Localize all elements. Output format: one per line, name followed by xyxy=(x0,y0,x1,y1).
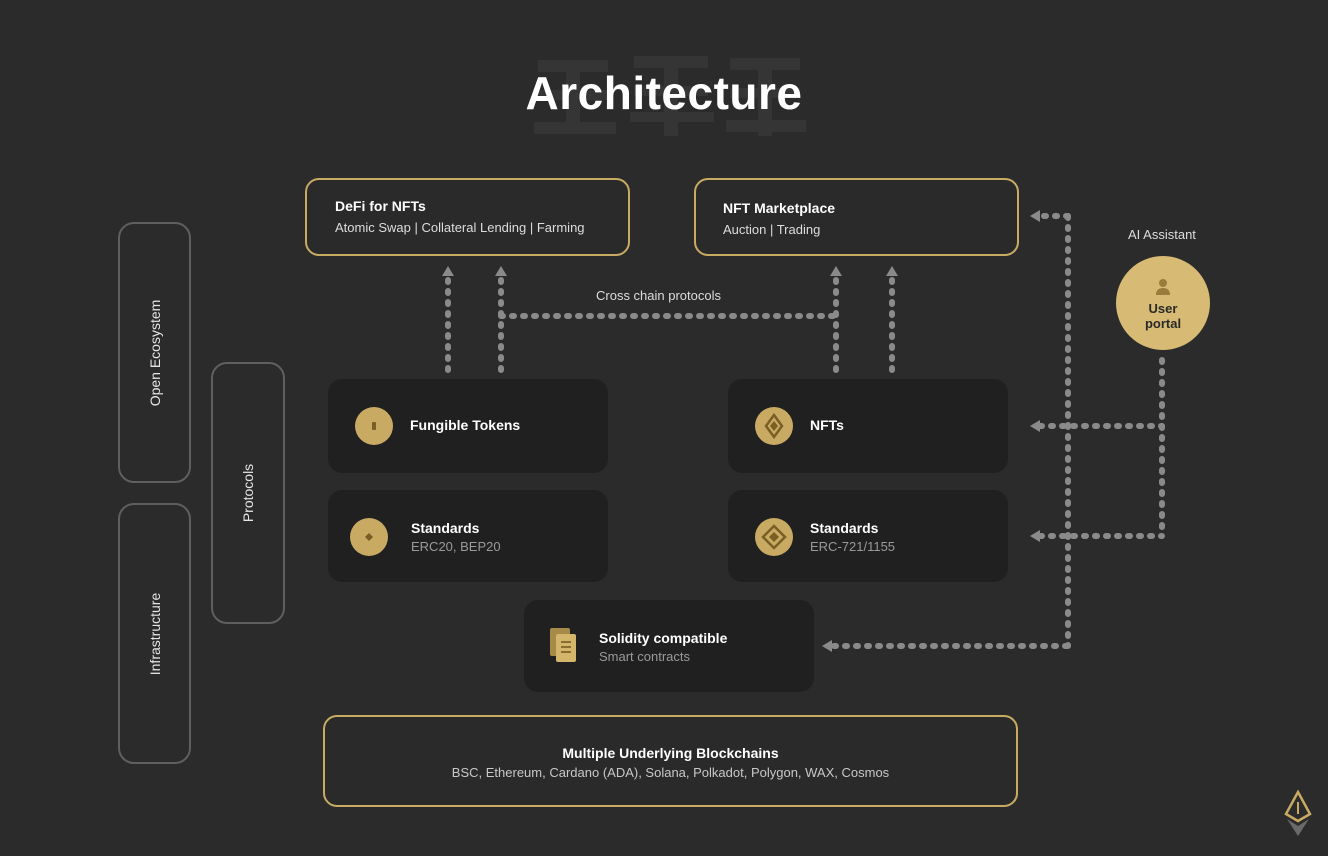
standards-left-card: Standards ERC20, BEP20 xyxy=(328,490,608,582)
standards-right-title: Standards xyxy=(810,520,879,536)
blockchains-box: Multiple Underlying Blockchains BSC, Eth… xyxy=(323,715,1018,807)
user-portal-button[interactable]: User portal xyxy=(1116,256,1210,350)
fungible-title: Fungible Tokens xyxy=(410,417,521,433)
infrastructure-panel: Infrastructure xyxy=(118,503,191,764)
ai-assistant-label: AI Assistant xyxy=(1128,227,1196,242)
user-icon xyxy=(1156,279,1170,295)
marketplace-title: NFT Marketplace xyxy=(723,200,836,216)
nfts-card: NFTs xyxy=(728,379,1008,473)
standards-left-title: Standards xyxy=(411,520,480,536)
defi-for-nfts-box: DeFi for NFTs Atomic Swap | Collateral L… xyxy=(305,178,630,256)
open-ecosystem-panel: Open Ecosystem xyxy=(118,222,191,483)
standards-right-card: Standards ERC-721/1155 xyxy=(728,490,1008,582)
blockchains-subtitle: BSC, Ethereum, Cardano (ADA), Solana, Po… xyxy=(451,765,890,780)
standards-left-subtitle: ERC20, BEP20 xyxy=(411,539,501,554)
standards-right-subtitle: ERC-721/1155 xyxy=(810,539,896,554)
cross-chain-label: Cross chain protocols xyxy=(596,288,721,303)
diamond-icon xyxy=(755,407,793,445)
marketplace-subtitle: Auction | Trading xyxy=(723,222,821,237)
protocols-panel: Protocols xyxy=(211,362,285,624)
user-portal-line1: User xyxy=(1148,301,1178,316)
documents-icon xyxy=(550,628,576,662)
defi-title: DeFi for NFTs xyxy=(335,198,426,214)
nfts-title: NFTs xyxy=(810,417,844,433)
coin-icon xyxy=(350,518,388,556)
blockchains-title: Multiple Underlying Blockchains xyxy=(562,745,779,761)
defi-subtitle: Atomic Swap | Collateral Lending | Farmi… xyxy=(335,220,585,235)
user-portal-line2: portal xyxy=(1144,316,1182,331)
solidity-title: Solidity compatible xyxy=(599,630,728,646)
nft-marketplace-box: NFT Marketplace Auction | Trading xyxy=(694,178,1019,256)
diamond-icon xyxy=(755,518,793,556)
watermark-logo xyxy=(534,56,806,136)
ethereum-logo-icon xyxy=(1284,790,1312,836)
solidity-subtitle: Smart contracts xyxy=(599,649,691,664)
fungible-tokens-card: Fungible Tokens xyxy=(328,379,608,473)
coin-icon xyxy=(355,407,393,445)
solidity-card: Solidity compatible Smart contracts xyxy=(524,600,814,692)
page-title: Architecture xyxy=(525,67,803,119)
